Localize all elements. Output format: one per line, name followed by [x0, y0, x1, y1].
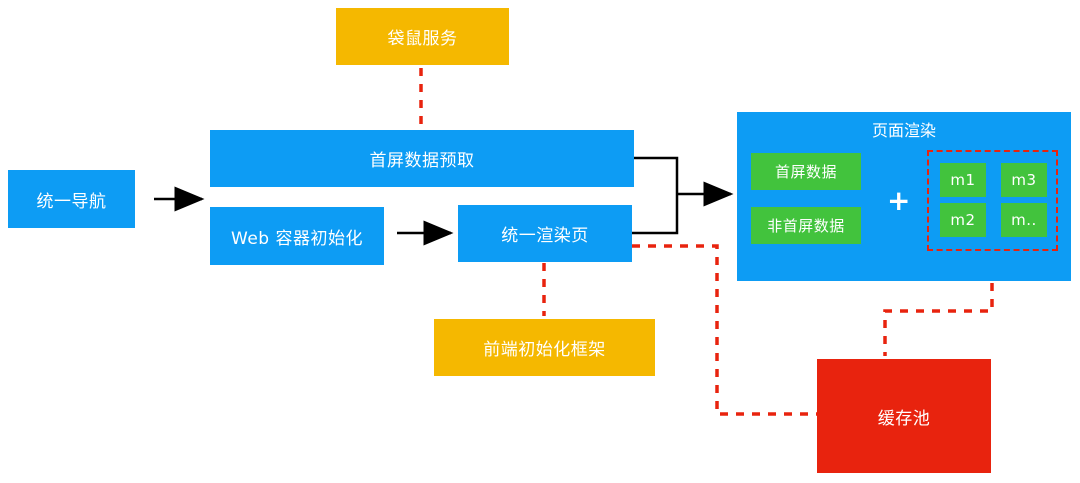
plus-sign: +: [887, 184, 911, 217]
mouse-service-label: 袋鼠服务: [387, 29, 458, 49]
first-screen-prefetch-box: 首屏数据预取: [210, 130, 634, 187]
frontend-init-framework-box: 前端初始化框架: [434, 319, 655, 376]
web-container-init-box: Web 容器初始化: [210, 207, 384, 265]
first-screen-prefetch-label: 首屏数据预取: [369, 151, 475, 171]
first-screen-data-box: 首屏数据: [751, 153, 861, 190]
merge-line-prefetch: [634, 156, 679, 194]
first-screen-data-label: 首屏数据: [774, 163, 837, 181]
module-more: m..: [1001, 203, 1047, 237]
merge-line-render-page: [632, 194, 679, 235]
unified-nav-box: 统一导航: [8, 170, 135, 228]
module-more-label: m..: [1011, 211, 1037, 229]
module-m3: m3: [1001, 163, 1047, 197]
cache-pool-label: 缓存池: [877, 408, 931, 429]
page-render-title: 页面渲染: [871, 121, 936, 140]
module-m2-label: m2: [950, 211, 976, 229]
web-container-init-label: Web 容器初始化: [231, 228, 363, 249]
module-m1: m1: [940, 163, 986, 197]
unified-render-page-label: 统一渲染页: [501, 226, 589, 246]
module-m2: m2: [940, 203, 986, 237]
non-first-screen-data-box: 非首屏数据: [751, 207, 861, 244]
cache-pool-box: 缓存池: [817, 359, 991, 473]
page-render-panel: 页面渲染 首屏数据 非首屏数据 + m1 m3 m2 m..: [737, 112, 1071, 281]
unified-nav-label: 统一导航: [36, 191, 107, 212]
mouse-service-box: 袋鼠服务: [336, 8, 509, 65]
unified-render-page-box: 统一渲染页: [458, 205, 632, 262]
module-group: [927, 150, 1058, 251]
module-m3-label: m3: [1011, 171, 1037, 189]
module-m1-label: m1: [950, 171, 976, 189]
non-first-screen-data-label: 非首屏数据: [767, 217, 845, 235]
frontend-init-framework-label: 前端初始化框架: [483, 340, 606, 360]
